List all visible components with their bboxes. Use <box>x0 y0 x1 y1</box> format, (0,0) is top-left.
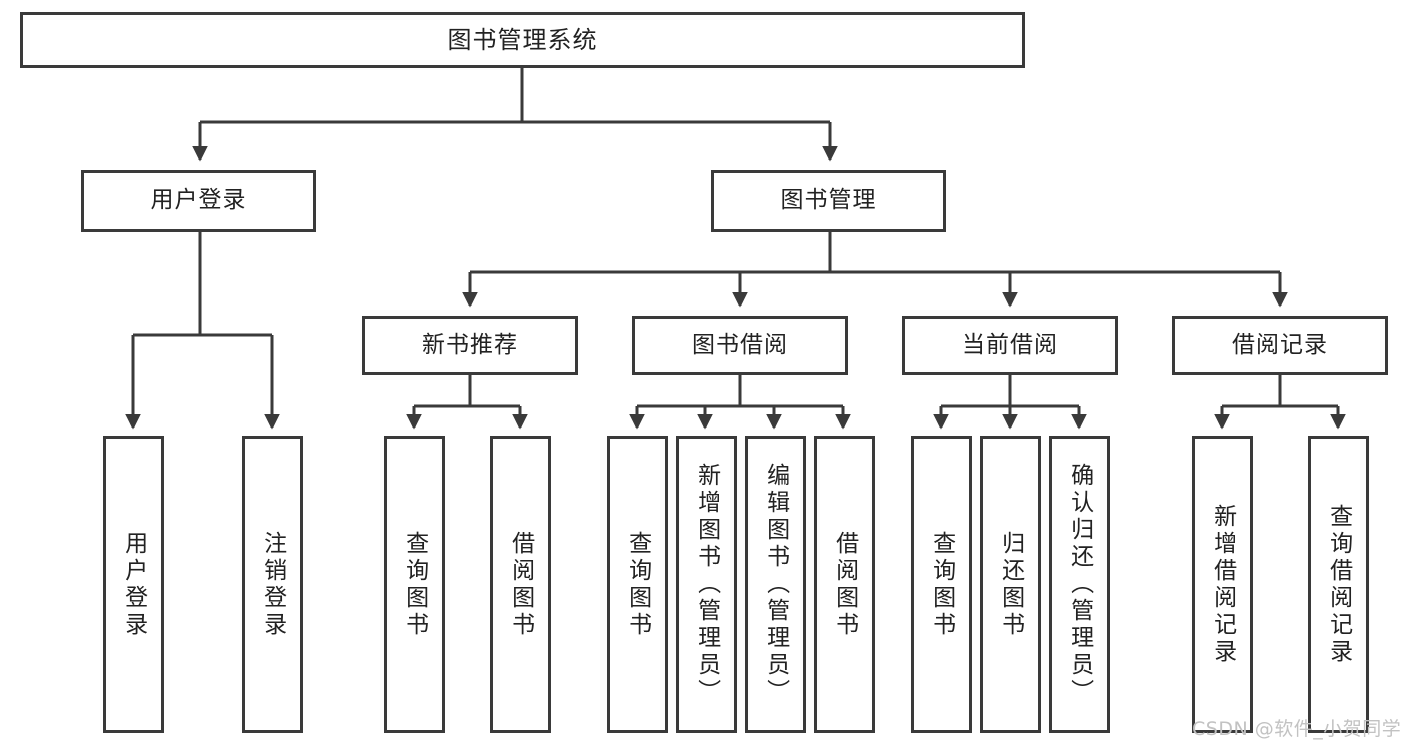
leaf-query-borrow-record[interactable]: 查询借阅记录 <box>1308 436 1369 733</box>
node-label: 确认归还（管理员） <box>1066 463 1093 706</box>
leaf-add-book-admin[interactable]: 新增图书（管理员） <box>676 436 737 733</box>
leaf-logout[interactable]: 注销登录 <box>242 436 303 733</box>
node-label: 新增图书（管理员） <box>693 463 720 706</box>
leaf-edit-book-admin[interactable]: 编辑图书（管理员） <box>745 436 806 733</box>
node-label: 图书管理 <box>780 187 877 214</box>
node-label: 图书借阅 <box>692 331 788 358</box>
node-current-borrow[interactable]: 当前借阅 <box>902 316 1118 375</box>
node-label: 查询图书 <box>624 530 651 639</box>
node-label: 用户登录 <box>120 530 147 639</box>
leaf-confirm-return-admin[interactable]: 确认归还（管理员） <box>1049 436 1110 733</box>
leaf-query-book-borrow[interactable]: 查询图书 <box>607 436 668 733</box>
node-label: 查询图书 <box>401 530 428 639</box>
leaf-query-book-current[interactable]: 查询图书 <box>911 436 972 733</box>
node-label: 新书推荐 <box>422 331 518 358</box>
node-label: 注销登录 <box>259 530 286 639</box>
csdn-watermark: CSDN @软件_小贺同学 <box>1192 718 1402 740</box>
node-label: 编辑图书（管理员） <box>762 463 789 706</box>
leaf-query-book-new[interactable]: 查询图书 <box>384 436 445 733</box>
node-label: 借阅图书 <box>831 530 858 639</box>
leaf-user-login[interactable]: 用户登录 <box>103 436 164 733</box>
node-user-login[interactable]: 用户登录 <box>81 170 316 232</box>
node-label: 新增借阅记录 <box>1209 503 1236 666</box>
node-label: 图书管理系统 <box>447 25 598 54</box>
node-new-book-recommend[interactable]: 新书推荐 <box>362 316 578 375</box>
leaf-return-book[interactable]: 归还图书 <box>980 436 1041 733</box>
node-book-management[interactable]: 图书管理 <box>711 170 946 232</box>
node-label: 归还图书 <box>997 530 1024 639</box>
node-label: 用户登录 <box>150 187 247 214</box>
leaf-borrow-book-new[interactable]: 借阅图书 <box>490 436 551 733</box>
node-root-system[interactable]: 图书管理系统 <box>20 12 1025 68</box>
node-book-borrow[interactable]: 图书借阅 <box>632 316 848 375</box>
node-label: 查询图书 <box>928 530 955 639</box>
node-label: 查询借阅记录 <box>1325 503 1352 666</box>
node-borrow-record[interactable]: 借阅记录 <box>1172 316 1388 375</box>
leaf-borrow-book[interactable]: 借阅图书 <box>814 436 875 733</box>
leaf-add-borrow-record[interactable]: 新增借阅记录 <box>1192 436 1253 733</box>
node-label: 借阅记录 <box>1232 331 1328 358</box>
node-label: 借阅图书 <box>507 530 534 639</box>
node-label: 当前借阅 <box>962 331 1058 358</box>
